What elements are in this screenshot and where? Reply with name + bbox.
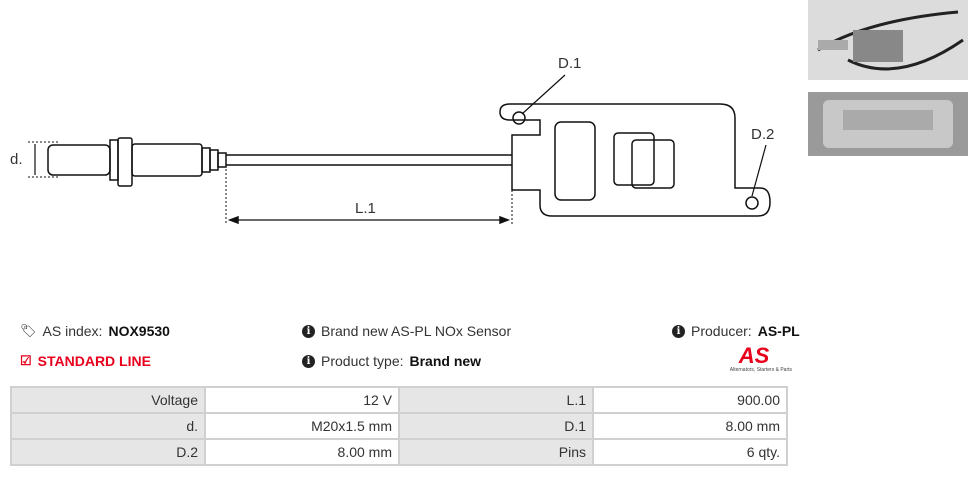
label-l1: L.1 [355,200,376,217]
product-photo[interactable] [808,0,968,80]
spec-value: 8.00 mm [592,412,788,440]
spec-label: L.1 [398,386,594,414]
table-row: Voltage 12 V L.1 900.00 [10,386,788,414]
producer-value: AS-PL [757,323,800,339]
as-index: 🏷 AS index: NOX9530 [20,323,170,339]
table-row: D.2 8.00 mm Pins 6 qty. [10,438,788,466]
spec-value: M20x1.5 mm [204,412,400,440]
logo-tagline: Alternators, Starters & Parts [729,367,792,373]
as-index-label: AS index: [42,323,103,339]
producer-label: Producer: [691,323,752,339]
control-unit [499,103,771,217]
info-icon: i [302,354,315,368]
producer: i Producer: AS-PL [672,323,800,339]
sensor-diagram [28,74,771,225]
spec-value: 12 V [204,386,400,414]
checkbox-icon: ☑ [20,353,32,368]
tags-icon: 🏷 [20,323,37,338]
product-type: i Product type: Brand new [302,353,481,369]
label-d: d. [10,151,23,168]
spec-label: Voltage [10,386,206,414]
spec-value: 8.00 mm [204,438,400,466]
description: i Brand new AS-PL NOx Sensor [302,323,511,339]
connector-photo[interactable] [808,92,968,156]
info-icon: i [302,324,315,338]
as-pl-logo: AS Alternators, Starters & Parts [716,345,792,373]
product-type-label: Product type: [321,353,404,369]
table-row: d. M20x1.5 mm D.1 8.00 mm [10,412,788,440]
standard-line-badge: ☑ STANDARD LINE [20,353,151,369]
standard-line-label: STANDARD LINE [37,353,151,369]
spec-label: D.2 [10,438,206,466]
info-icon: i [672,324,685,338]
label-d1: D.1 [558,55,582,72]
specs-table: Voltage 12 V L.1 900.00 d. M20x1.5 mm D.… [10,386,788,466]
spec-value: 900.00 [592,386,788,414]
product-type-value: Brand new [409,353,482,369]
description-text: Brand new AS-PL NOx Sensor [321,323,512,339]
spec-label: d. [10,412,206,440]
label-d2: D.2 [751,126,775,143]
as-index-value: NOX9530 [108,323,170,339]
spec-value: 6 qty. [592,438,788,466]
sensor-probe [47,137,227,187]
spec-label: D.1 [398,412,594,440]
logo-mark: AS [716,345,792,367]
spec-label: Pins [398,438,594,466]
